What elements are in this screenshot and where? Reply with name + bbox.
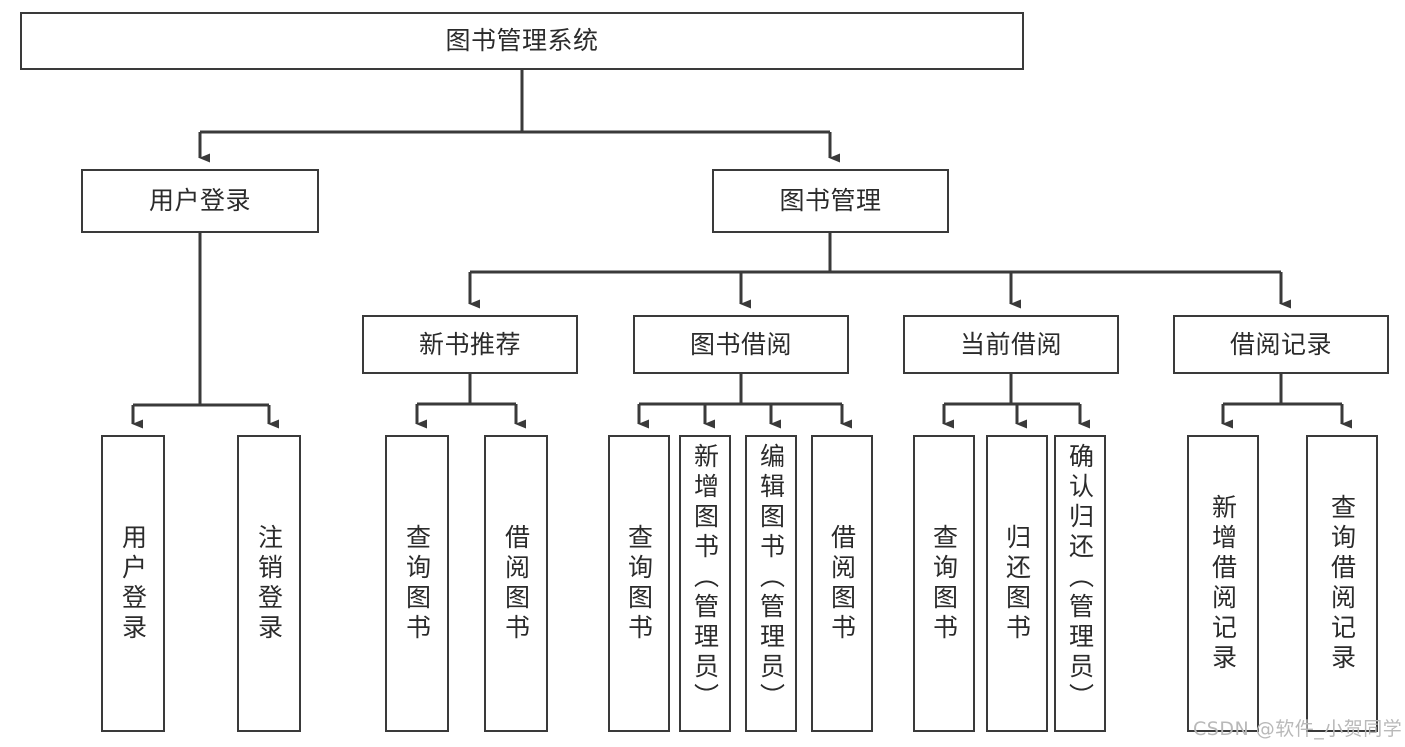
node-book-manage-label: 图书管理 — [779, 186, 882, 216]
node-leaf-confirm-return-label: 确认归还（管理员） — [1065, 443, 1095, 713]
node-new-book-rec[interactable]: 新书推荐 — [362, 315, 578, 374]
node-leaf-query-book-rec-label: 查询图书 — [402, 523, 432, 644]
node-leaf-user-logout-label: 注销登录 — [254, 523, 284, 644]
node-leaf-borrow-book-label: 借阅图书 — [827, 523, 857, 644]
node-leaf-add-book[interactable]: 新增图书（管理员） — [679, 435, 731, 732]
node-root-label: 图书管理系统 — [445, 26, 599, 56]
node-book-borrow-label: 图书借阅 — [689, 329, 792, 359]
node-new-book-rec-label: 新书推荐 — [418, 329, 521, 359]
node-leaf-query-book-rec[interactable]: 查询图书 — [385, 435, 449, 732]
node-book-borrow[interactable]: 图书借阅 — [633, 315, 849, 374]
node-root[interactable]: 图书管理系统 — [20, 12, 1024, 70]
node-leaf-add-record[interactable]: 新增借阅记录 — [1187, 435, 1259, 732]
node-leaf-query-book-borrow[interactable]: 查询图书 — [608, 435, 670, 732]
node-leaf-user-login[interactable]: 用户登录 — [101, 435, 165, 732]
node-borrow-record[interactable]: 借阅记录 — [1173, 315, 1389, 374]
node-leaf-borrow-book-rec[interactable]: 借阅图书 — [484, 435, 548, 732]
node-leaf-add-book-label: 新增图书（管理员） — [690, 443, 720, 713]
node-leaf-add-record-label: 新增借阅记录 — [1208, 493, 1238, 674]
node-leaf-return-book-label: 归还图书 — [1002, 523, 1032, 644]
node-leaf-confirm-return[interactable]: 确认归还（管理员） — [1054, 435, 1106, 732]
node-leaf-borrow-book[interactable]: 借阅图书 — [811, 435, 873, 732]
node-user-login-label: 用户登录 — [148, 186, 251, 216]
node-leaf-edit-book-label: 编辑图书（管理员） — [756, 443, 786, 713]
node-leaf-return-book[interactable]: 归还图书 — [986, 435, 1048, 732]
node-leaf-query-book-current[interactable]: 查询图书 — [913, 435, 975, 732]
node-user-login[interactable]: 用户登录 — [81, 169, 319, 233]
csdn-watermark: CSDN @软件_小贺同学 — [1193, 718, 1403, 740]
node-leaf-query-book-current-label: 查询图书 — [929, 523, 959, 644]
node-leaf-query-record[interactable]: 查询借阅记录 — [1306, 435, 1378, 732]
node-leaf-borrow-book-rec-label: 借阅图书 — [501, 523, 531, 644]
node-leaf-user-logout[interactable]: 注销登录 — [237, 435, 301, 732]
node-leaf-edit-book[interactable]: 编辑图书（管理员） — [745, 435, 797, 732]
node-leaf-query-book-borrow-label: 查询图书 — [624, 523, 654, 644]
node-leaf-user-login-label: 用户登录 — [118, 523, 148, 644]
node-current-borrow-label: 当前借阅 — [959, 329, 1062, 359]
node-borrow-record-label: 借阅记录 — [1229, 329, 1332, 359]
node-book-manage[interactable]: 图书管理 — [712, 169, 949, 233]
node-current-borrow[interactable]: 当前借阅 — [903, 315, 1119, 374]
node-leaf-query-record-label: 查询借阅记录 — [1327, 493, 1357, 674]
